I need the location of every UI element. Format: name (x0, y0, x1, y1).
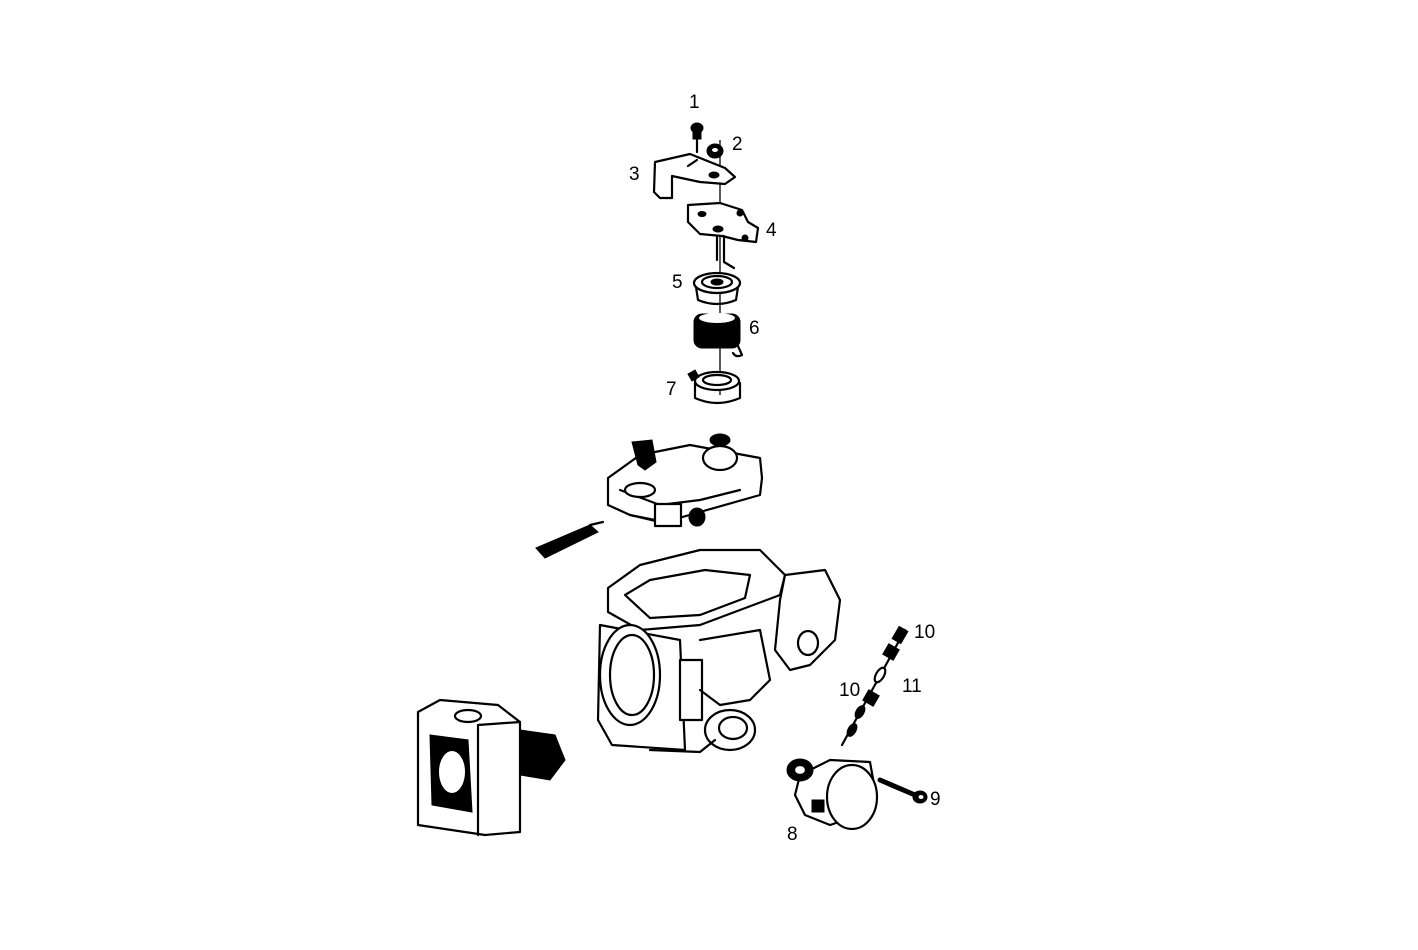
spring-seat-part-7 (687, 369, 742, 405)
callout-9: 9 (930, 789, 941, 810)
throttle-body-housing (596, 548, 842, 754)
screw-part-1 (690, 122, 704, 154)
actuator-part-8 (786, 758, 879, 831)
bearing-cap-part-5 (692, 271, 742, 306)
lever-plate-part-4 (686, 201, 760, 270)
callout-2: 2 (732, 134, 743, 155)
throttle-cover-assembly (606, 433, 764, 528)
callout-8: 8 (787, 824, 798, 845)
callout-7: 7 (666, 379, 677, 400)
spring-part-6 (693, 313, 744, 358)
side-actuator-housing (416, 698, 566, 837)
callout-1: 1 (689, 92, 700, 113)
callout-6: 6 (749, 318, 760, 339)
sensor-stud (535, 520, 605, 559)
callout-11: 11 (902, 676, 922, 697)
callout-10-upper: 10 (914, 622, 936, 643)
callout-4: 4 (766, 220, 777, 241)
bracket-part-3 (652, 152, 737, 200)
callout-5: 5 (672, 272, 683, 293)
callout-3: 3 (629, 164, 640, 185)
nut-part-2 (706, 143, 724, 159)
bolt-part-9 (877, 777, 928, 804)
screw-stack-parts-10-11 (840, 625, 909, 747)
callout-10-lower: 10 (839, 680, 861, 701)
